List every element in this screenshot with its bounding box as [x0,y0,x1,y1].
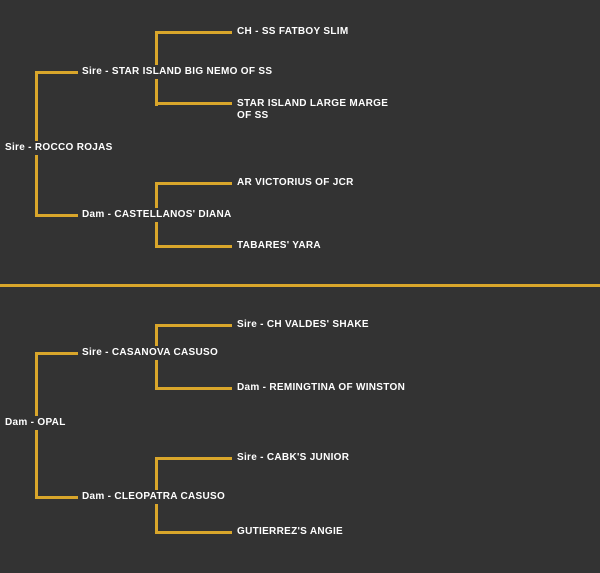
bottom-root-sire-connector [35,352,78,355]
top-dam-sire-label: AR VICTORIUS OF JCR [234,176,357,190]
top-dam-dam-label: TABARES' YARA [234,239,324,253]
bottom-root-label: Dam - OPAL [2,416,69,430]
top-root-sire-connector [35,71,78,74]
bottom-sire-sire-label: Sire - CH VALDES' SHAKE [234,318,372,332]
top-root-dam-connector [35,214,78,217]
bottom-sire-sire-connector [155,324,232,327]
top-dam-sire-connector [155,182,232,185]
top-sire-label: Sire - STAR ISLAND BIG NEMO OF SS [79,65,276,79]
top-dam-dam-connector [155,245,232,248]
bottom-dam-sire-label: Sire - CABK'S JUNIOR [234,451,353,465]
bottom-dam-dam-connector [155,531,232,534]
top-root-label: Sire - ROCCO ROJAS [2,141,116,155]
top-sire-sire-label: CH - SS FATBOY SLIM [234,25,352,39]
bottom-root-dam-connector [35,496,78,499]
top-sire-dam-label: STAR ISLAND LARGE MARGE OF SS [234,97,395,123]
top-sire-dam-connector [155,102,232,105]
bottom-dam-dam-label: GUTIERREZ'S ANGIE [234,525,347,539]
section-divider [0,284,600,287]
bottom-sire-dam-label: Dam - REMINGTINA OF WINSTON [234,381,409,395]
bottom-dam-label: Dam - CLEOPATRA CASUSO [79,490,229,504]
bottom-sire-dam-connector [155,387,232,390]
top-dam-label: Dam - CASTELLANOS' DIANA [79,208,235,222]
bottom-sire-label: Sire - CASANOVA CASUSO [79,346,222,360]
top-sire-sire-connector [155,31,232,34]
bottom-dam-sire-connector [155,457,232,460]
